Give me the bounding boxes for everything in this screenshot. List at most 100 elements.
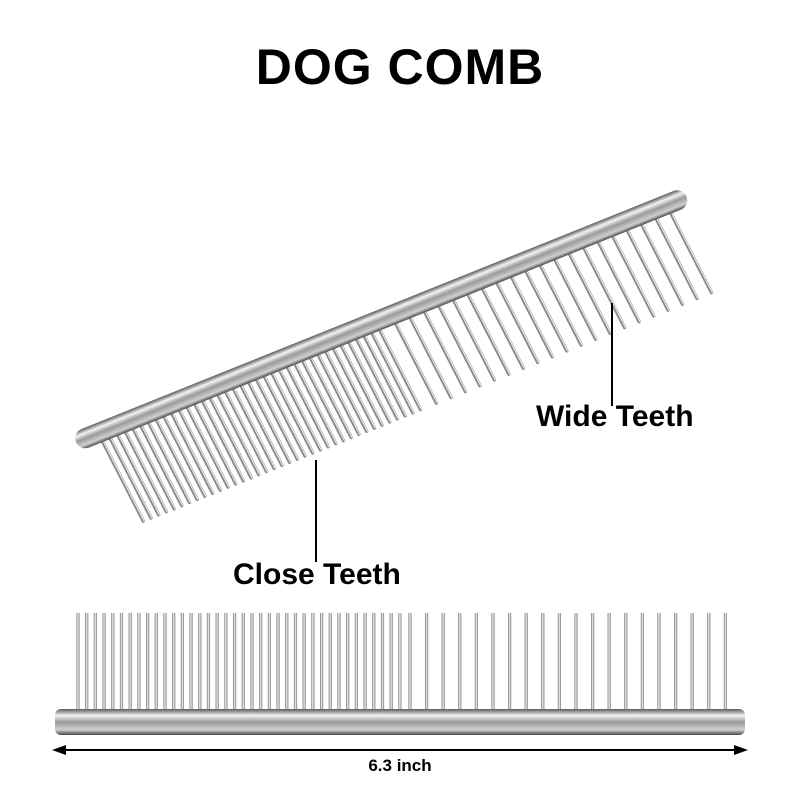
comb-tooth-highlight bbox=[391, 314, 438, 404]
comb-tooth bbox=[119, 613, 124, 711]
comb-tooth bbox=[127, 418, 176, 511]
comb-tooth bbox=[534, 255, 583, 347]
comb-tooth-highlight bbox=[106, 429, 153, 519]
comb-tooth bbox=[474, 613, 478, 711]
comb-tooth bbox=[563, 243, 612, 336]
comb-tooth bbox=[508, 613, 512, 711]
comb-tooth bbox=[624, 613, 628, 711]
comb-tooth bbox=[204, 388, 253, 480]
comb-tooth bbox=[265, 363, 315, 455]
comb-tooth-highlight bbox=[252, 370, 299, 460]
comb-tooth bbox=[196, 391, 246, 483]
comb-tooth bbox=[135, 415, 184, 508]
comb-tooth bbox=[491, 272, 540, 365]
comb-tooth-highlight bbox=[478, 279, 525, 369]
comb-tooth-highlight bbox=[652, 209, 699, 299]
comb-tooth-highlight bbox=[229, 379, 276, 469]
comb-tooth bbox=[664, 202, 714, 295]
comb-tooth-highlight bbox=[206, 389, 253, 479]
comb-tooth bbox=[296, 350, 346, 443]
comb-tooth bbox=[425, 613, 429, 711]
comb-tooth bbox=[128, 613, 132, 711]
comb-tooth-highlight bbox=[594, 233, 641, 323]
comb-tooth bbox=[408, 613, 412, 711]
comb-tooth-highlight bbox=[321, 342, 368, 432]
comb-tooth-highlight bbox=[306, 348, 353, 439]
comb-tooth bbox=[337, 613, 341, 711]
comb-tooth-highlight bbox=[565, 244, 612, 334]
comb-tooth bbox=[276, 613, 280, 711]
comb-tooth-highlight bbox=[137, 417, 184, 507]
comb-tooth bbox=[541, 613, 545, 711]
comb-tooth bbox=[505, 266, 554, 359]
comb-tooth bbox=[250, 369, 299, 461]
comb-tooth bbox=[102, 613, 106, 711]
comb-tooth bbox=[335, 335, 384, 427]
comb-tooth-highlight bbox=[129, 420, 176, 510]
comb-tooth-highlight bbox=[237, 376, 284, 466]
comb-tooth-highlight bbox=[507, 268, 554, 358]
wide-teeth-label: Wide Teeth bbox=[536, 400, 694, 433]
comb-tooth bbox=[346, 613, 350, 711]
comb-tooth bbox=[215, 613, 219, 711]
comb-tooth bbox=[172, 613, 176, 711]
comb-tooth bbox=[548, 249, 598, 341]
comb-tooth bbox=[188, 394, 238, 486]
comb-tooth bbox=[267, 613, 271, 711]
comb-tooth-highlight bbox=[420, 302, 467, 393]
comb-tooth bbox=[304, 347, 353, 440]
comb-tooth bbox=[591, 613, 595, 711]
comb-tooth-highlight bbox=[637, 215, 684, 305]
comb-tooth bbox=[241, 613, 245, 711]
comb-tooth bbox=[285, 613, 289, 711]
comb-tooth bbox=[607, 613, 611, 711]
comb-tooth bbox=[372, 613, 376, 711]
comb-tooth bbox=[373, 319, 423, 412]
comb-tooth bbox=[650, 208, 699, 301]
comb-tooth bbox=[690, 613, 694, 711]
comb-tooth bbox=[404, 307, 453, 400]
comb-tooth bbox=[154, 613, 158, 711]
horizontal-comb-teeth bbox=[76, 613, 727, 711]
comb-tooth bbox=[640, 613, 644, 711]
comb-tooth bbox=[418, 301, 468, 394]
comb-tooth bbox=[328, 613, 332, 711]
comb-tooth bbox=[343, 332, 392, 424]
comb-tooth-highlight bbox=[314, 345, 361, 435]
angled-comb bbox=[75, 190, 714, 523]
comb-tooth bbox=[119, 422, 169, 514]
comb-tooth bbox=[320, 613, 324, 711]
comb-tooth-highlight bbox=[98, 432, 145, 522]
comb-tooth bbox=[104, 428, 153, 520]
comb-tooth bbox=[281, 357, 330, 449]
comb-tooth bbox=[389, 613, 393, 711]
comb-tooth bbox=[235, 375, 284, 468]
comb-tooth bbox=[250, 613, 254, 711]
comb-tooth bbox=[312, 344, 361, 437]
comb-tooth-highlight bbox=[167, 404, 214, 494]
comb-tooth-highlight bbox=[579, 238, 626, 329]
page-title: DOG COMB bbox=[255, 39, 545, 95]
comb-tooth-highlight bbox=[352, 330, 399, 420]
comb-tooth bbox=[606, 226, 656, 318]
comb-tooth bbox=[242, 372, 292, 464]
comb-tooth bbox=[158, 406, 207, 498]
comb-tooth bbox=[293, 613, 298, 711]
comb-tooth bbox=[350, 329, 400, 421]
comb-tooth bbox=[180, 613, 184, 711]
comb-tooth-highlight bbox=[623, 221, 670, 311]
comb-tooth bbox=[557, 613, 561, 711]
comb-tooth bbox=[111, 425, 161, 517]
comb-tooth bbox=[173, 400, 222, 492]
comb-tooth bbox=[354, 613, 358, 711]
comb-tooth bbox=[524, 613, 528, 711]
comb-tooth-highlight bbox=[344, 333, 392, 423]
comb-tooth-highlight bbox=[406, 308, 453, 398]
comb-tooth-highlight bbox=[214, 386, 261, 476]
comb-tooth-highlight bbox=[550, 250, 598, 340]
comb-tooth-highlight bbox=[337, 336, 384, 426]
dimension-label: 6.3 inch bbox=[368, 756, 432, 775]
comb-tooth bbox=[142, 412, 192, 505]
comb-tooth bbox=[311, 613, 315, 711]
